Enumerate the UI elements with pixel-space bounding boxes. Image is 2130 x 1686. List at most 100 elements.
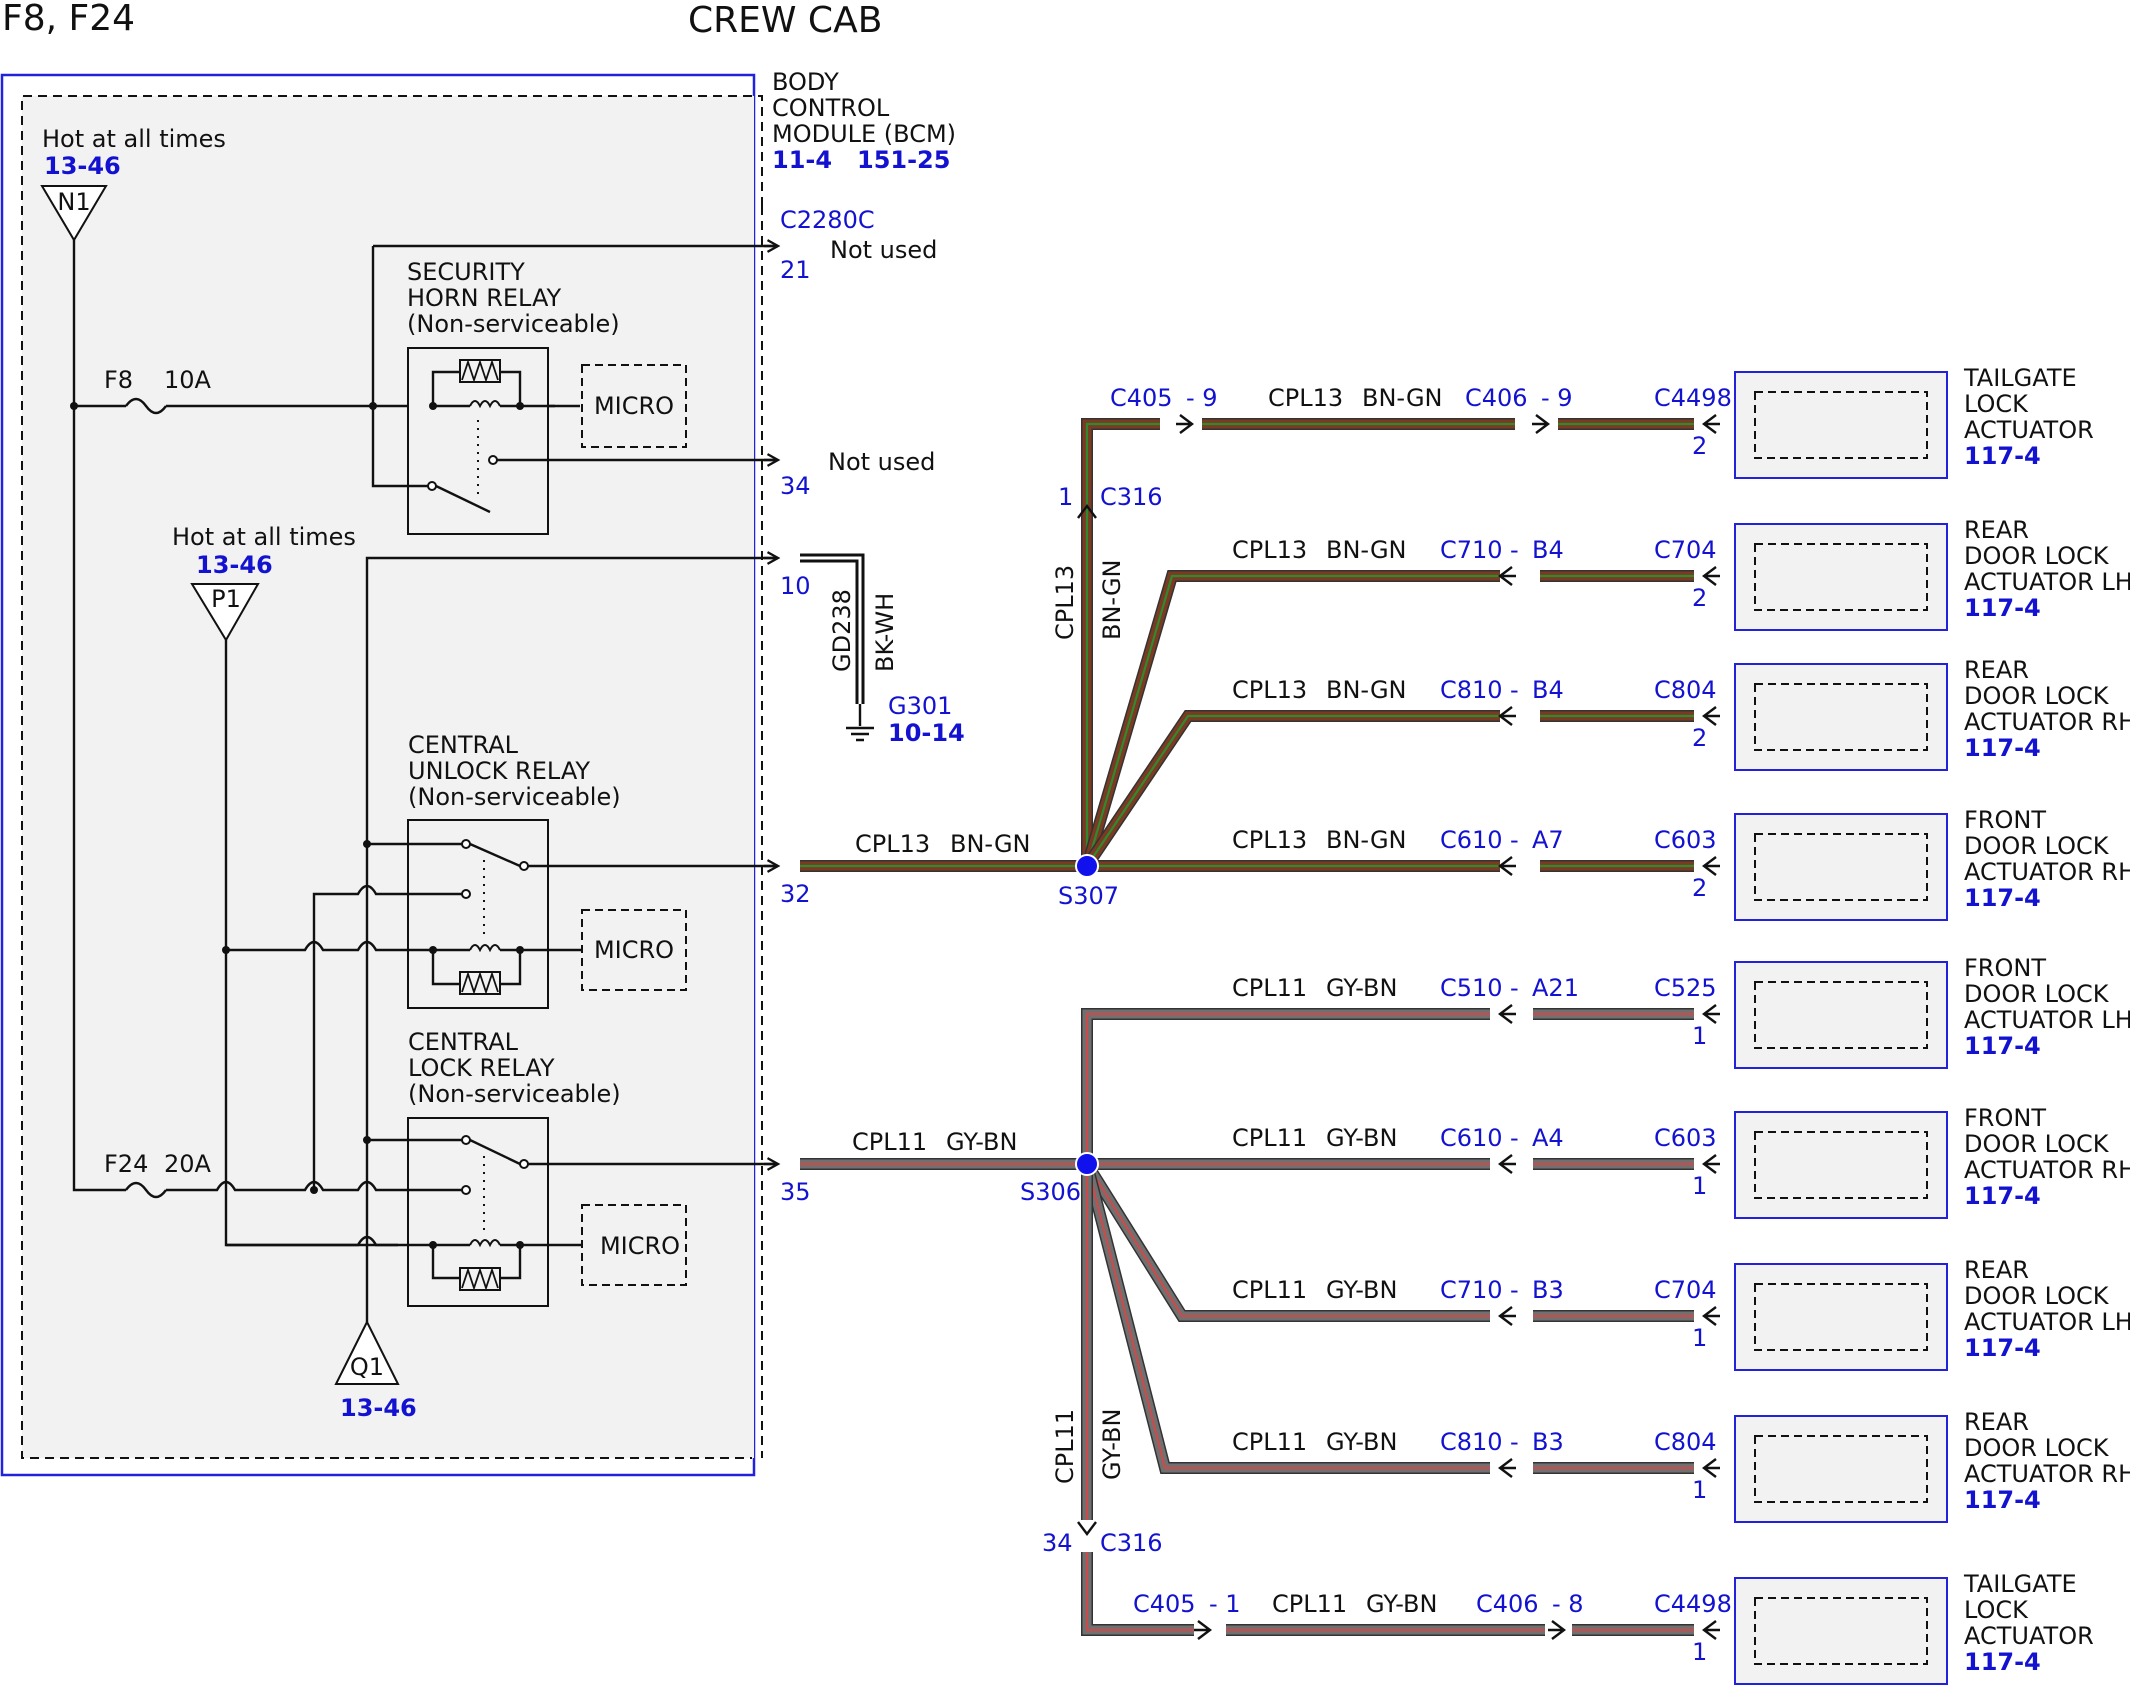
svg-text:34: 34 xyxy=(1042,1529,1073,1557)
svg-text:BN-GN: BN-GN xyxy=(950,830,1031,858)
branch-2-connector-arrow xyxy=(1702,706,1720,726)
svg-text:CPL13: CPL13 xyxy=(855,830,930,858)
wire-tailgate-bottom-run xyxy=(1081,1552,1194,1636)
branch-0-connector: C4498 xyxy=(1654,384,1732,412)
power-node-n1: Hot at all times 13-46 N1 xyxy=(40,125,226,242)
branch-0-inline2: C406 xyxy=(1465,384,1528,412)
branch-0-pin: 2 xyxy=(1692,432,1707,460)
central-lock-relay: CENTRAL LOCK RELAY (Non-serviceable) xyxy=(363,1028,778,1307)
pin35-wire-label: CPL11 GY-BN xyxy=(852,1128,1017,1156)
actuator-0 xyxy=(1734,371,1948,479)
actuator-5-name-0: FRONT xyxy=(1964,1104,2046,1132)
actuator-1 xyxy=(1734,523,1948,631)
svg-text:20A: 20A xyxy=(164,1150,212,1178)
svg-text:G301: G301 xyxy=(888,692,952,720)
wire-tailgate-top-trunk xyxy=(1081,418,1160,866)
security-horn-relay: SECURITY HORN RELAY (Non-serviceable) xyxy=(369,244,778,535)
actuator-5-ref: 117-4 xyxy=(1964,1182,2041,1210)
branch-3-connector: C603 xyxy=(1654,826,1717,854)
actuator-1-name-1: DOOR LOCK xyxy=(1964,542,2110,570)
actuator-3-name-0: FRONT xyxy=(1964,806,2046,834)
svg-text:Not used: Not used xyxy=(830,236,937,264)
svg-text:BK-WH: BK-WH xyxy=(871,593,899,672)
actuator-7-name-0: REAR xyxy=(1964,1408,2029,1436)
svg-text:34: 34 xyxy=(780,472,811,500)
actuator-3-name-1: DOOR LOCK xyxy=(1964,832,2110,860)
svg-text:(Non-serviceable): (Non-serviceable) xyxy=(407,310,620,338)
actuator-5-name-2: ACTUATOR RH xyxy=(1964,1156,2130,1184)
svg-text:BN-GN: BN-GN xyxy=(1098,559,1126,640)
actuator-6-name-0: REAR xyxy=(1964,1256,2029,1284)
svg-text:Not used: Not used xyxy=(828,448,935,476)
bcm-pin-35[interactable]: 35 xyxy=(764,1164,811,1206)
svg-text:151-25: 151-25 xyxy=(857,146,950,174)
bcm-pin-32[interactable]: 32 xyxy=(764,866,811,908)
branch-5-pin: 1 xyxy=(1692,1172,1707,1200)
actuator-3-ref: 117-4 xyxy=(1964,884,2041,912)
actuator-6 xyxy=(1734,1263,1948,1371)
c316-top-label: 1 C316 xyxy=(1058,483,1163,511)
svg-text:Q1: Q1 xyxy=(350,1353,384,1381)
branch-4-inline-dash: - xyxy=(1510,974,1519,1002)
n1-feed-wire xyxy=(72,240,126,1192)
central-unlock-relay: CENTRAL UNLOCK RELAY (Non-serviceable) xyxy=(363,731,778,1009)
fuse-f8: F8 10A xyxy=(104,366,212,415)
diagram-header-center: CREW CAB xyxy=(688,0,882,41)
svg-text:F24: F24 xyxy=(104,1150,148,1178)
bcm-pin-34[interactable]: 34 Not used xyxy=(764,448,935,500)
bcm-pin-21[interactable]: 21 Not used xyxy=(764,236,937,284)
svg-text:S307: S307 xyxy=(1058,882,1119,910)
branch-8-inline2: C406 xyxy=(1476,1590,1539,1618)
branch-1-inline-dash: - xyxy=(1510,536,1519,564)
actuator-1-name-2: ACTUATOR LH xyxy=(1964,568,2130,596)
branch-0-color: BN-GN xyxy=(1362,384,1443,412)
actuator-2-name-1: DOOR LOCK xyxy=(1964,682,2110,710)
branch-8-color: GY-BN xyxy=(1366,1590,1437,1618)
bcm-pin-10[interactable]: 10 xyxy=(764,558,811,600)
branch-4-inline-pin: A21 xyxy=(1532,974,1579,1002)
actuator-7-name-1: DOOR LOCK xyxy=(1964,1434,2110,1462)
branch-3-circuit: CPL13 xyxy=(1232,826,1307,854)
branch-2-circuit: CPL13 xyxy=(1232,676,1307,704)
branch-0-inline2-arrow xyxy=(1532,414,1550,434)
actuator-8-name-0: TAILGATE xyxy=(1963,1570,2077,1598)
branch-5-inline-dash: - xyxy=(1510,1124,1519,1152)
actuator-1-ref: 117-4 xyxy=(1964,594,2041,622)
branch-5-inline-pin: A4 xyxy=(1532,1124,1564,1152)
actuator-6-ref: 117-4 xyxy=(1964,1334,2041,1362)
svg-text:CENTRAL: CENTRAL xyxy=(408,1028,519,1056)
diagram-header-left: F8, F24 xyxy=(2,0,135,39)
branch-4-inline: C510 xyxy=(1440,974,1503,1002)
branch-7-connector: C804 xyxy=(1654,1428,1717,1456)
branch-2-pin: 2 xyxy=(1692,724,1707,752)
actuator-0-name-0: TAILGATE xyxy=(1963,364,2077,392)
svg-text:P1: P1 xyxy=(211,585,241,613)
branch-2-color: BN-GN xyxy=(1326,676,1407,704)
fuse-f24: F24 20A xyxy=(104,1150,212,1199)
branch-4-connector-arrow xyxy=(1702,1004,1720,1024)
micro-box-lock: MICRO xyxy=(581,1204,687,1286)
lock-coil-feed xyxy=(226,1235,433,1247)
c316-top-arrow xyxy=(1077,504,1097,519)
actuator-2-name-2: ACTUATOR RH xyxy=(1964,708,2130,736)
svg-text:CPL11: CPL11 xyxy=(1051,1409,1079,1484)
svg-text:GY-BN: GY-BN xyxy=(946,1128,1017,1156)
branch-6-inline-arrow xyxy=(1498,1306,1516,1326)
branch-2-connector: C804 xyxy=(1654,676,1717,704)
branch-7-color: GY-BN xyxy=(1326,1428,1397,1456)
branch-0-connector-arrow xyxy=(1702,414,1720,434)
actuator-0-ref: 117-4 xyxy=(1964,442,2041,470)
micro-box-security: MICRO xyxy=(581,364,687,448)
svg-text:CPL11: CPL11 xyxy=(852,1128,927,1156)
svg-text:SECURITY: SECURITY xyxy=(407,258,525,286)
svg-text:GD238: GD238 xyxy=(828,589,856,672)
power-node-q1: Q1 13-46 xyxy=(334,1319,417,1422)
branch-8-circuit: CPL11 xyxy=(1272,1590,1347,1618)
actuator-0-name-2: ACTUATOR xyxy=(1964,416,2094,444)
bcm-inner-area xyxy=(22,96,754,1458)
branch-3-inline-dash: - xyxy=(1510,826,1519,854)
branch-6-connector-arrow xyxy=(1702,1306,1720,1326)
actuator-4-name-0: FRONT xyxy=(1964,954,2046,982)
svg-text:1: 1 xyxy=(1058,483,1073,511)
